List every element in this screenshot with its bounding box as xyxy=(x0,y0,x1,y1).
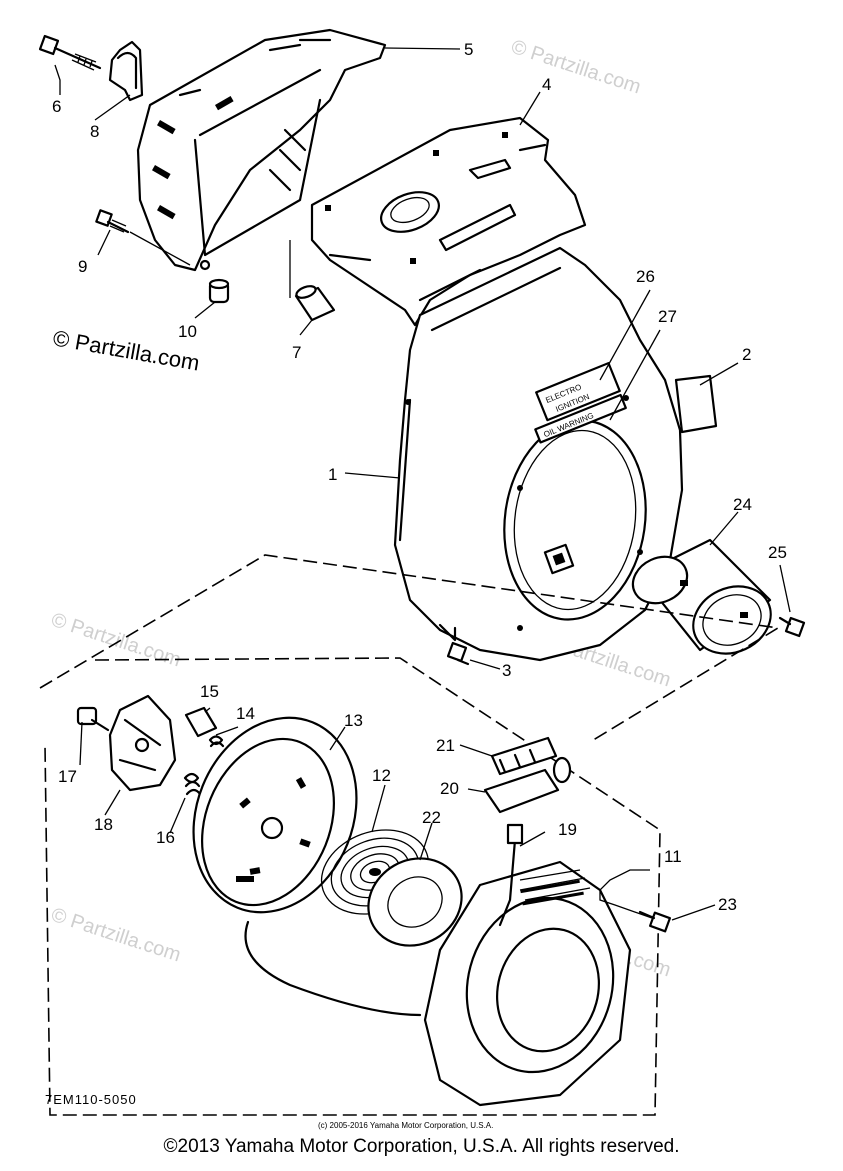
starter-pulley-cup xyxy=(631,538,772,655)
bolt-23 xyxy=(638,910,672,933)
bolt-25 xyxy=(778,616,806,638)
sheave-drum-13 xyxy=(192,716,358,914)
watermark-faint: © Partzilla.com xyxy=(48,609,183,672)
part-label-1: 1 xyxy=(328,465,337,484)
air-shroud-cover xyxy=(310,116,587,327)
bolt-6 xyxy=(38,34,102,71)
pin-7 xyxy=(294,285,336,322)
part-label-8: 8 xyxy=(90,122,99,141)
spring-14 xyxy=(208,735,225,748)
bolt-9 xyxy=(95,209,130,234)
part-label-24: 24 xyxy=(733,495,752,514)
part-label-2: 2 xyxy=(742,345,751,364)
starter-case-11 xyxy=(423,860,632,1107)
part-label-21: 21 xyxy=(436,736,455,755)
part-label-14: 14 xyxy=(236,704,255,723)
clamp-8 xyxy=(108,40,144,102)
part-label-25: 25 xyxy=(768,543,787,562)
part-label-27: 27 xyxy=(658,307,677,326)
part-label-3: 3 xyxy=(502,661,511,680)
recoil-starter-assembly-boundary xyxy=(39,554,781,1116)
bolt-17 xyxy=(76,706,110,732)
part-label-9: 9 xyxy=(78,257,87,276)
part-label-17: 17 xyxy=(58,767,77,786)
rope-handle-assembly xyxy=(483,736,572,927)
part-label-4: 4 xyxy=(542,75,551,94)
spring-16 xyxy=(183,772,202,796)
part-label-23: 23 xyxy=(718,895,737,914)
part-label-5: 5 xyxy=(464,40,473,59)
part-label-13: 13 xyxy=(344,711,363,730)
watermark-faint: © Partzilla.com xyxy=(508,36,643,99)
part-label-11: 11 xyxy=(664,847,682,866)
part-label-22: 22 xyxy=(422,808,441,827)
label-plate-2 xyxy=(674,374,718,434)
part-label-20: 20 xyxy=(440,779,459,798)
part-label-15: 15 xyxy=(200,682,219,701)
part-label-12: 12 xyxy=(372,766,391,785)
cylinder-head-cover xyxy=(136,28,387,272)
part-label-18: 18 xyxy=(94,815,113,834)
part-label-16: 16 xyxy=(156,828,175,847)
pawl-15 xyxy=(184,706,218,738)
drive-plate-18 xyxy=(108,694,177,792)
part-label-26: 26 xyxy=(636,267,655,286)
footer-copyright: ©2013 Yamaha Motor Corporation, U.S.A. A… xyxy=(163,1136,680,1157)
watermark-faint: © Partzilla.com xyxy=(48,904,183,967)
spring-plate-22 xyxy=(367,857,463,947)
bolt-3 xyxy=(446,641,470,666)
part-label-10: 10 xyxy=(178,322,197,341)
part-label-6: 6 xyxy=(52,97,61,116)
diagram-code: 7EM110-5050 xyxy=(45,1092,137,1107)
part-number-labels: 5 4 6 8 9 10 7 26 27 2 1 24 25 3 15 14 1… xyxy=(52,40,787,914)
starter-rope xyxy=(244,920,422,1017)
fan-housing: ELECTRO IGNITION OIL WARNING xyxy=(393,246,684,662)
part-label-7: 7 xyxy=(292,343,301,362)
leader-lines xyxy=(54,47,791,921)
collar-10 xyxy=(208,278,230,304)
part-label-19: 19 xyxy=(558,820,577,839)
small-copyright: (c) 2005-2016 Yamaha Motor Corporation, … xyxy=(318,1121,493,1130)
